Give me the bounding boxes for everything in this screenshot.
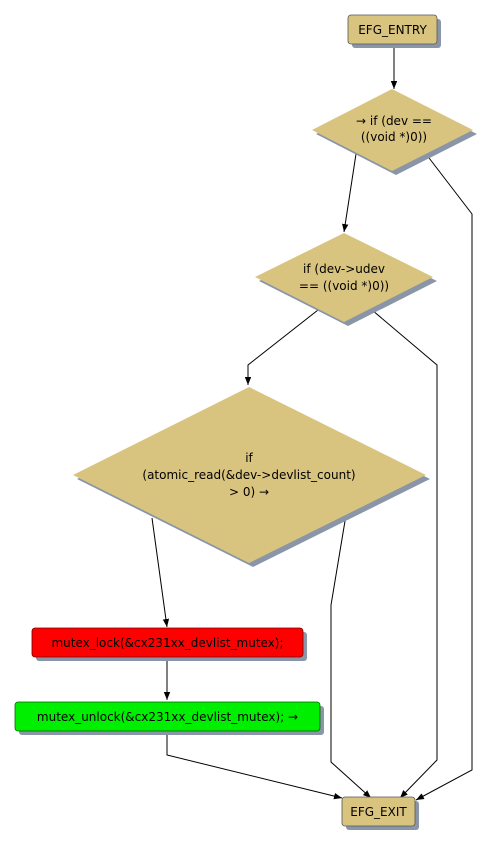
node-box (347, 14, 438, 45)
node-label-line-1: if (245, 451, 253, 465)
node-label-line-3: > 0) → (229, 485, 269, 499)
node-label: mutex_unlock(&cx231xx_devlist_mutex); → (37, 710, 298, 724)
node-diamond (73, 387, 426, 563)
node-efg-exit[interactable]: EFG_EXIT (341, 796, 419, 830)
node-cond-atomic[interactable]: if (atomic_read(&dev->devlist_count) > 0… (73, 387, 430, 567)
node-mutex-unlock[interactable]: mutex_unlock(&cx231xx_devlist_mutex); → (14, 701, 324, 735)
node-label: EFG_EXIT (350, 805, 407, 819)
node-cond-udev[interactable]: if (dev->udev == ((void *)0)) (255, 233, 437, 326)
node-cond-dev[interactable]: → if (dev == ((void *)0)) (312, 89, 477, 175)
node-label-line-2: == ((void *)0)) (299, 279, 389, 293)
edge-cond-dev-to-cond-udev (342, 153, 357, 233)
node-mutex-lock[interactable]: mutex_lock(&cx231xx_devlist_mutex); (31, 627, 307, 661)
edge-cond-atomic-to-lock (151, 517, 170, 628)
node-label: EFG_ENTRY (358, 23, 427, 37)
edge-cond-udev-to-exit (371, 309, 438, 799)
node-label-line-2: ((void *)0)) (361, 130, 427, 144)
node-box (14, 701, 321, 732)
node-box (31, 627, 304, 658)
node-diamond (312, 89, 473, 171)
edge-cond-udev-to-cond-atomic (244, 309, 319, 385)
node-label: mutex_lock(&cx231xx_devlist_mutex); (51, 636, 283, 650)
node-box (341, 796, 416, 827)
node-efg-entry[interactable]: EFG_ENTRY (347, 14, 441, 48)
node-label-line-1: if (dev->udev (303, 262, 385, 276)
node-label-line-2: (atomic_read(&dev->devlist_count) (142, 468, 355, 482)
node-label-line-1: → if (dev == (356, 114, 432, 128)
edge-cond-atomic-to-exit (330, 514, 372, 799)
edge-cond-dev-to-exit (415, 153, 473, 801)
edges (151, 46, 473, 801)
edge-unlock-to-exit (166, 733, 343, 800)
node-diamond (255, 233, 433, 322)
